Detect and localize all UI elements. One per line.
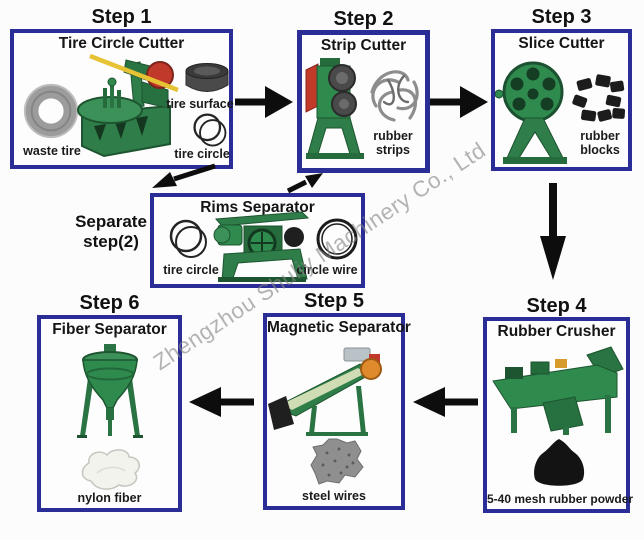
step3-title: Slice Cutter [518, 35, 605, 52]
separate-step-line1: Separate [75, 212, 147, 231]
separate-step-caption: Separate step(2) [68, 212, 154, 252]
step1-box: Tire Circle Cutter waste tire [10, 29, 234, 169]
rubber-blocks-label: rubber blocks [580, 129, 620, 157]
rims-separator-machine-image [213, 211, 310, 282]
magnetic-separator-machine-image [268, 347, 382, 436]
step1-label: Step 1 [91, 6, 152, 28]
rubber-blocks-image [572, 74, 626, 122]
tire-surface-image [185, 63, 229, 92]
arrow-step1-to-step2 [235, 86, 293, 118]
separate-step-line2: step(2) [83, 232, 139, 252]
waste-tire-label: waste tire [23, 144, 81, 158]
arrow-step5-to-step6 [189, 387, 254, 417]
step2-box: Strip Cutter rubber st [297, 30, 430, 173]
rubber-powder-label: 5-40 mesh rubber powder [487, 492, 634, 506]
step2-title: Strip Cutter [320, 37, 407, 54]
step4-box: Rubber Crusher 5-40 mesh rubber powder [483, 317, 634, 513]
step6-box: Fiber Separator nylon fiber [37, 315, 182, 512]
step5-box: Magnetic Separator steel wires [263, 313, 411, 510]
step6-label: Step 6 [79, 292, 140, 314]
arrow-step3-to-step4 [540, 183, 566, 280]
step3-box: Slice Cutter r [491, 29, 632, 171]
rubber-powder-image [534, 439, 585, 486]
rims-tire-circle-label: tire circle [163, 263, 219, 277]
arrow-rims-separator-to-step2 [286, 173, 323, 194]
steel-wires-label: steel wires [302, 489, 366, 503]
step3-label: Step 3 [531, 6, 592, 28]
arrow-step2-to-step3 [430, 86, 488, 118]
steel-wires-image [310, 438, 364, 485]
fiber-separator-machine-image [77, 344, 143, 438]
strip-cutter-machine-image [305, 58, 364, 159]
step1-title: Tire Circle Cutter [58, 35, 185, 52]
rims-separator-title: Rims Separator [200, 199, 315, 216]
step4-title: Rubber Crusher [497, 323, 616, 340]
nylon-fiber-label: nylon fiber [77, 491, 142, 505]
arrow-step4-to-step5 [413, 387, 478, 417]
tire-circle-cutter-machine-image [77, 53, 179, 158]
slice-cutter-machine-image [495, 61, 567, 164]
rubber-strips-label: rubber strips [373, 129, 413, 157]
rubber-strips-image [370, 70, 419, 122]
step5-title: Magnetic Separator [267, 319, 411, 336]
tire-surface-label: tire surface [166, 97, 234, 111]
arrow-step1-to-rims-separator [152, 163, 216, 188]
nylon-fiber-image [81, 449, 140, 490]
tire-circle-label: tire circle [174, 147, 230, 161]
rims-tire-circle-image [169, 219, 207, 258]
tire-circle-image [193, 113, 227, 147]
step5-label: Step 5 [303, 290, 365, 312]
rubber-crusher-machine-image [492, 346, 624, 435]
step6-title: Fiber Separator [52, 321, 167, 338]
step2-label: Step 2 [333, 8, 394, 30]
circle-wire-label: circle wire [296, 263, 358, 277]
circle-wire-image [316, 218, 358, 260]
step4-label: Step 4 [526, 295, 587, 317]
rims-separator-box: Rims Separator tire circle circle wire [150, 193, 365, 288]
